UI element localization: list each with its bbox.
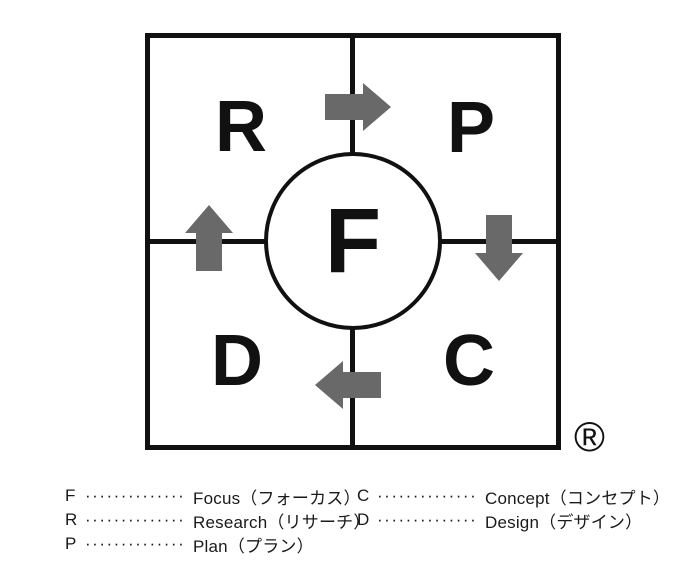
legend-dot-leader: ················ — [377, 486, 477, 505]
legend-dot-leader: ················ — [85, 510, 185, 529]
arrow-right-icon — [325, 83, 391, 131]
arrow-down-icon — [475, 215, 523, 281]
legend-dot-leader: ················ — [85, 486, 185, 505]
legend-key: P — [65, 534, 77, 553]
legend-key: C — [357, 486, 370, 505]
legend-dot-leader: ················ — [85, 534, 185, 553]
legend-key: D — [357, 510, 370, 529]
center-circle: F — [264, 152, 442, 330]
legend-key: R — [65, 510, 78, 529]
quadrant-letter-research: R — [215, 87, 267, 167]
registered-trademark-icon: ® — [574, 413, 605, 460]
legend-dot-leader: ················ — [377, 510, 477, 529]
quadrant-letter-concept: C — [443, 321, 495, 401]
arrow-up-icon — [185, 205, 233, 271]
legend-row-plan: P ················ Plan（プラン） — [65, 532, 371, 556]
legend-label: Research（リサーチ） — [193, 512, 371, 532]
quadrant-letter-design: D — [211, 321, 263, 401]
legend-row-design: D ················ Design（デザイン） — [357, 508, 670, 532]
legend-right-column: C ················ Concept（コンセプト） D ····… — [357, 484, 670, 532]
legend-key: F — [65, 486, 76, 505]
legend-label: Plan（プラン） — [193, 536, 314, 556]
legend-row-focus: F ················ Focus（フォーカス） — [65, 484, 371, 508]
quadrant-letter-plan: P — [446, 88, 496, 168]
arrow-left-icon — [315, 361, 381, 409]
legend-label: Design（デザイン） — [485, 512, 643, 532]
center-letter-focus: F — [324, 190, 382, 292]
legend-label: Concept（コンセプト） — [485, 488, 671, 508]
legend-label: Focus（フォーカス） — [193, 488, 361, 508]
legend-row-research: R ················ Research（リサーチ） — [65, 508, 371, 532]
legend-left-column: F ················ Focus（フォーカス） R ······… — [65, 484, 371, 556]
legend-row-concept: C ················ Concept（コンセプト） — [357, 484, 670, 508]
